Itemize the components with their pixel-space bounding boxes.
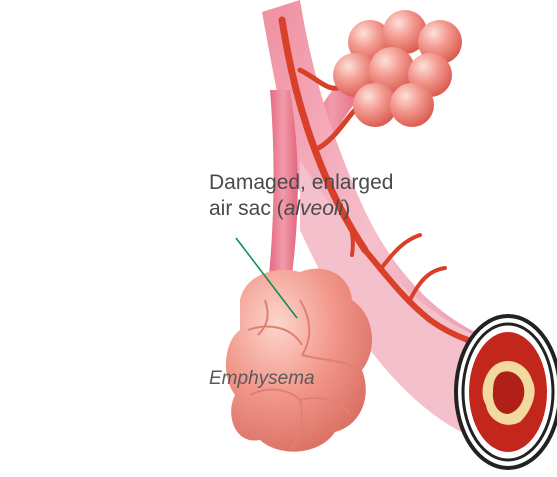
bronchus-cross-section bbox=[456, 316, 557, 468]
alveoli-term: alveoli bbox=[284, 197, 344, 220]
figure-caption: Emphysema bbox=[209, 368, 315, 390]
label-line-1: Damaged, enlarged bbox=[209, 170, 393, 196]
damaged-air-sac-label: Damaged, enlarged air sac (alveoli) bbox=[209, 170, 393, 222]
label-line-2: air sac (alveoli) bbox=[209, 196, 393, 222]
damaged-alveoli bbox=[226, 269, 372, 452]
